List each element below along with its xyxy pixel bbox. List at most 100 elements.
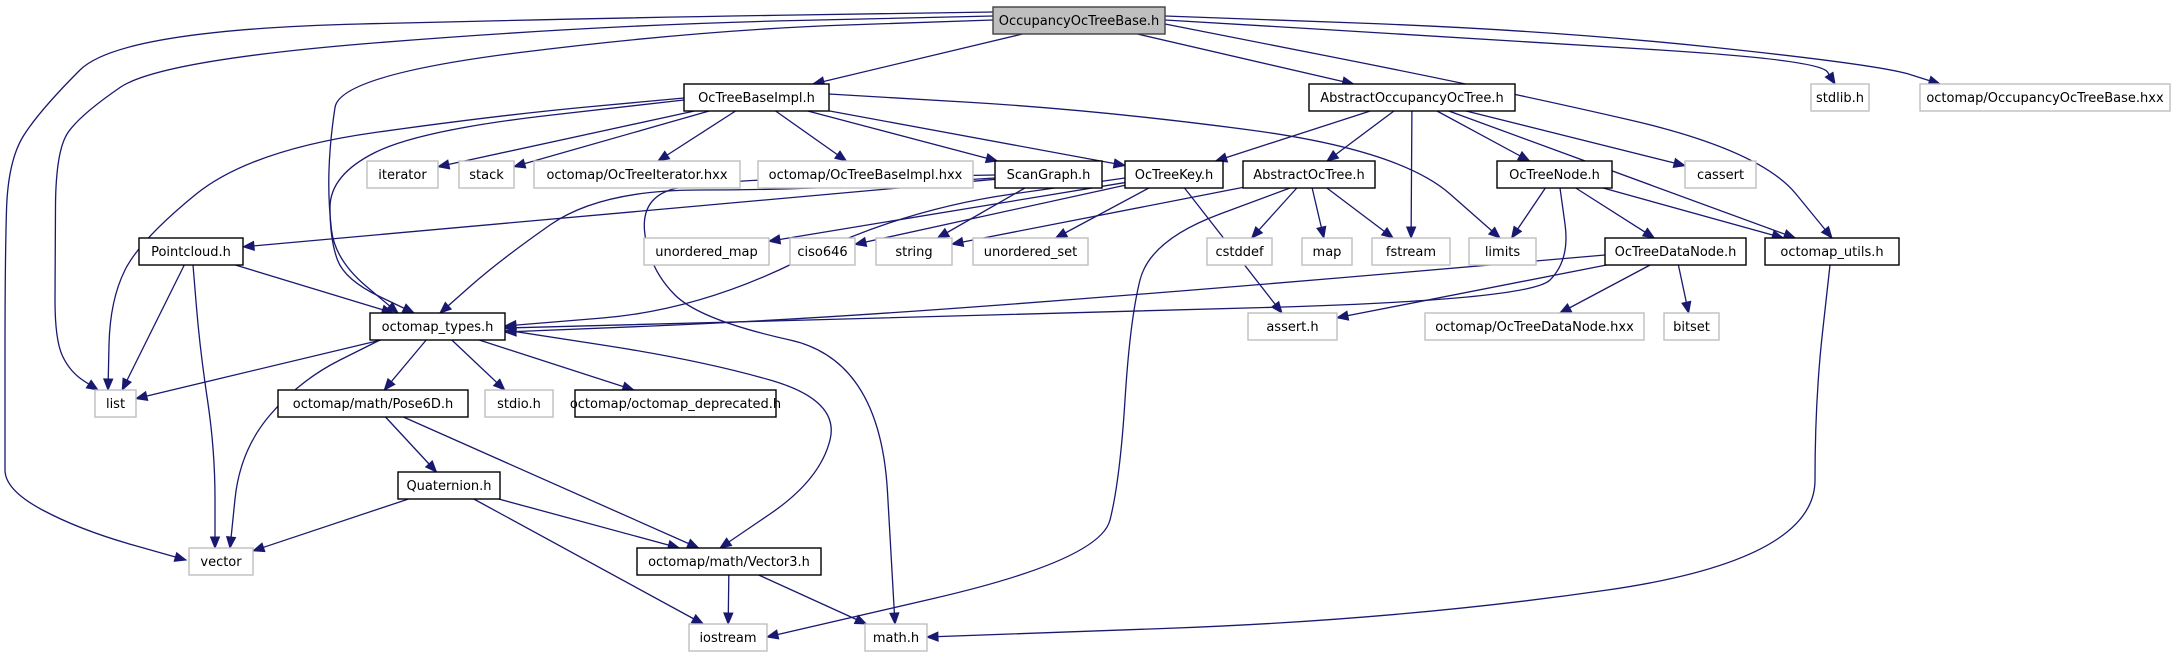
node-octomap-types-h[interactable]: octomap_types.h [369,312,506,341]
node-stack: stack [458,160,515,189]
arrowhead-icon [936,227,951,239]
node-box [1468,237,1537,266]
node-octreenode-h[interactable]: OcTreeNode.h [1496,160,1613,189]
node-label: cassert [1697,168,1744,183]
edge-abstractoctree-h-to-iostream [765,187,1291,640]
edge-octomap-math-vector3-h-to-math-h [758,574,868,625]
node-box[interactable] [277,389,469,418]
edge-octreedatanode-h-to-bitset [1677,264,1692,315]
node-octomap-math-vector3-h[interactable]: octomap/math/Vector3.h [636,547,822,576]
edge-octomap-types-h-to-vector [225,339,381,550]
node-scangraph-h[interactable]: ScanGraph.h [994,160,1103,189]
edge-occupancyoctreebase-h-to-stdlib-h [1164,19,1836,86]
node-ciso646: ciso646 [789,237,856,266]
node-vector: vector [188,547,254,576]
node-quaternion-h[interactable]: Quaternion.h [397,471,501,500]
edge-line [385,416,437,473]
edge-line [1336,264,1607,319]
node-box[interactable] [1764,237,1900,266]
node-label: ciso646 [797,245,847,260]
edge-abstractoccupancyoctree-h-to-cassert [1465,110,1687,168]
edge-line [107,97,685,391]
node-fstream: fstream [1371,237,1451,266]
node-label: OcTreeBaseImpl.h [698,91,815,106]
node-box[interactable] [992,6,1166,35]
arrowhead-icon [925,631,939,642]
arrowhead-icon [833,150,848,162]
node-octomap-octomap-deprecated-h[interactable]: octomap/octomap_deprecated.h [570,389,781,418]
arrowhead-icon [1335,310,1350,321]
node-box[interactable] [138,237,244,266]
edge-line [1602,187,1784,239]
node-label: vector [200,555,242,570]
node-box[interactable] [574,389,777,418]
node-label: Pointcloud.h [151,245,231,260]
arrowhead-icon [383,377,396,392]
edge-line [1326,110,1395,162]
node-octomap-math-pose6d-h[interactable]: octomap/math/Pose6D.h [277,389,469,418]
edge-line [926,264,1831,638]
node-box[interactable] [397,471,501,500]
node-box[interactable] [1496,160,1613,189]
arrowhead-icon [853,614,868,625]
node-octomap-octreebaseimpl-hxx: octomap/OcTreeBaseImpl.hxx [757,160,974,189]
node-octomap-octreeiterator-hxx: octomap/OcTreeIterator.hxx [533,160,741,189]
edge-occupancyoctreebase-h-to-octomap-utils-h [1164,23,1833,240]
arrowhead-icon [85,379,100,391]
node-label: assert.h [1266,320,1318,335]
edge-line [1055,187,1150,239]
edge-line [812,33,1023,85]
node-box [688,623,768,652]
node-octreebaseimpl-h[interactable]: OcTreeBaseImpl.h [683,83,830,112]
node-label: cstddef [1215,245,1264,260]
edge-octreekey-h-to-ciso646 [853,184,1126,248]
node-box[interactable] [369,312,506,341]
node-abstractoctree-h[interactable]: AbstractOcTree.h [1242,160,1376,189]
node-label: Quaternion.h [406,479,491,494]
edge-line [242,178,996,248]
node-map: map [1301,237,1353,266]
edge-line [4,11,994,561]
node-unordered-map: unordered_map [643,237,770,266]
arrowhead-icon [103,378,114,392]
node-box[interactable] [994,160,1103,189]
edge-line [229,339,381,549]
node-octomap-utils-h[interactable]: octomap_utils.h [1764,237,1900,266]
node-list: list [94,389,137,418]
node-box [188,547,254,576]
edge-line [135,339,382,400]
node-label: octomap/OcTreeDataNode.hxx [1435,320,1634,335]
node-label: OcTreeNode.h [1509,168,1600,183]
node-bitset: bitset [1663,312,1720,341]
node-occupancyoctreebase-h[interactable]: OccupancyOcTreeBase.h [992,6,1166,35]
node-box[interactable] [1308,83,1516,112]
node-box[interactable] [1124,160,1224,189]
edge-octreebaseimpl-h-to-list [103,97,685,392]
node-pointcloud-h[interactable]: Pointcloud.h [138,237,244,266]
edge-line [479,339,634,391]
edge-octomap-math-pose6d-h-to-quaternion-h [385,416,438,473]
node-label: fstream [1386,245,1436,260]
node-octreekey-h[interactable]: OcTreeKey.h [1124,160,1224,189]
arrowhead-icon [1510,225,1523,240]
node-label: AbstractOcTree.h [1253,168,1364,183]
node-box[interactable] [636,547,822,576]
node-abstractoccupancyoctree-h[interactable]: AbstractOccupancyOcTree.h [1308,83,1516,112]
edge-line [1410,110,1413,239]
edge-octreebaseimpl-h-to-octomap-octreebaseimpl-hxx [775,110,848,162]
node-box [1684,160,1757,189]
node-label: OcTreeDataNode.h [1615,245,1737,260]
node-box[interactable] [1242,160,1376,189]
arrowhead-icon [385,301,400,314]
edge-line [828,93,1501,239]
node-box [864,623,928,652]
edge-line [451,339,506,391]
node-box [458,160,515,189]
arrowhead-icon [424,460,438,473]
edge-line [1164,19,1836,85]
node-box[interactable] [683,83,830,112]
node-octreedatanode-h[interactable]: OcTreeDataNode.h [1604,237,1747,266]
node-math-h: math.h [864,623,928,652]
node-box[interactable] [1604,237,1747,266]
